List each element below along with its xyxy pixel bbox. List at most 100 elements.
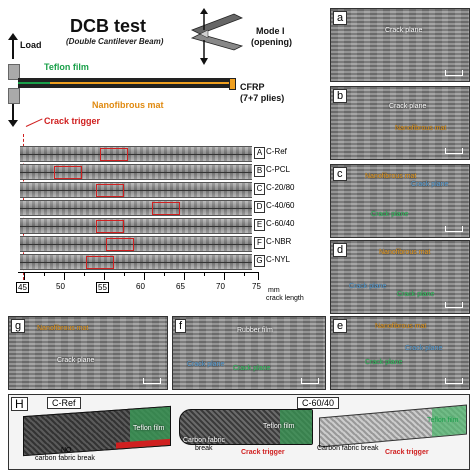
strip-midline (20, 154, 252, 155)
highlight-box (54, 166, 82, 179)
crack-plane-label: Crack plane (233, 365, 271, 372)
tick-label: 45 (16, 282, 29, 293)
crack-plane-label: Crack plane (371, 211, 409, 218)
crack-plane-label: Crack plane (411, 181, 449, 188)
specimen-letter: G (254, 255, 265, 267)
specimen-strip-a (20, 146, 252, 162)
grip-top (8, 64, 20, 80)
ruler-tick (164, 272, 165, 276)
crack-trigger-label: Crack trigger (44, 116, 101, 126)
highlight-box (96, 184, 124, 197)
sem-panel-a: a Crack plane (330, 8, 470, 82)
load-arrow-down-head (8, 120, 18, 127)
strip-midline (20, 208, 252, 209)
tick-label: 75 (252, 282, 261, 291)
highlight-box (96, 220, 124, 233)
grip-bottom (8, 88, 20, 104)
dcb-subtitle: (Double Cantilever Beam) (66, 37, 164, 46)
strip-midline (20, 244, 252, 245)
ruler (14, 272, 264, 288)
scale-bar (301, 378, 319, 384)
panel-h: H C-Ref C-60/40 Teflon film NO carbon fa… (8, 394, 470, 470)
mode-label: Mode I (256, 26, 285, 36)
ruler-tick (124, 272, 125, 276)
crack-trigger-region (116, 438, 170, 449)
specimen-letter: E (254, 219, 265, 231)
panel-h-left-title: C-Ref (47, 397, 81, 409)
mode-i-diagram (190, 8, 244, 65)
panel-letter: f (175, 319, 187, 333)
strip-midline (20, 172, 252, 173)
specimen-strip-f (20, 236, 252, 252)
cfrp-label: CFRP (240, 82, 265, 92)
nanomat-layer (50, 82, 230, 84)
specimen-letter: B (254, 165, 265, 177)
ruler-tick (258, 272, 259, 280)
nanomat-label: Nanofibrous mat (375, 323, 427, 330)
carbon-fabric-label: Carbon fabric (183, 437, 226, 444)
scale-bar (445, 148, 463, 154)
ruler-tick (44, 272, 45, 276)
specimen-strip-d (20, 200, 252, 216)
crack-plane-label: Crack plane (349, 283, 387, 290)
sem-panel-b: b Crack plane Nanofibrous mat (330, 86, 470, 160)
crack-trigger-label: Crack trigger (385, 449, 429, 456)
ruler-baseline (18, 272, 258, 273)
mode-sub: (opening) (251, 37, 292, 47)
sem-panel-d: d Nanofibrous mat Crack plane Crack plan… (330, 240, 470, 314)
scale-bar (445, 70, 463, 76)
strip-midline (20, 262, 252, 263)
carbon-fabric-break-label: Carbon fabric break (317, 445, 379, 452)
beam-end (229, 78, 236, 90)
panel-letter: e (333, 319, 348, 333)
teflon-label: Teflon film (263, 423, 295, 430)
carbon-fabric-break-label: break (195, 445, 213, 452)
ruler-tick (104, 272, 105, 280)
specimen-strip-c (20, 182, 252, 198)
teflon-region (280, 410, 312, 444)
axis-caption: crack length (266, 295, 304, 302)
tick-label: 60 (136, 282, 145, 291)
ruler-tick (244, 272, 245, 276)
teflon-label: Teflon film (133, 425, 165, 432)
ruler-tick (224, 272, 225, 280)
crack-plane-label: Crack plane (405, 345, 443, 352)
crack-plane-label: Crack plane (385, 27, 423, 34)
cfrp-plies: (7+7 plies) (240, 93, 285, 103)
axis-unit: mm (268, 287, 280, 294)
specimen-name: C-Ref (266, 147, 287, 156)
specimen-letter: F (254, 237, 265, 249)
tick-label: 70 (216, 282, 225, 291)
sem-panel-e: e Nanofibrous mat Crack plane Crack plan… (330, 316, 470, 390)
ruler-tick (184, 272, 185, 280)
dcb-title: DCB test (70, 16, 147, 36)
panel-letter: c (333, 167, 347, 181)
strip-midline (20, 226, 252, 227)
strip-midline (20, 190, 252, 191)
load-arrow-up-head (8, 33, 18, 40)
tick-label: 55 (96, 282, 109, 293)
specimen-photo-mid (179, 409, 313, 445)
teflon-label: Teflon film (427, 417, 459, 424)
panel-h-right-title: C-60/40 (297, 397, 340, 409)
ruler-tick (204, 272, 205, 276)
specimen-name: C-NYL (266, 255, 291, 264)
ruler-tick (64, 272, 65, 280)
scale-bar (445, 226, 463, 232)
teflon-label: Teflon film (44, 62, 89, 72)
ruler-tick (84, 272, 85, 276)
scale-bar (445, 378, 463, 384)
nanomat-label: Nanofibrous mat (92, 100, 164, 110)
load-label: Load (20, 40, 42, 50)
no-break-label-2: carbon fabric break (35, 455, 95, 462)
teflon-film-layer (18, 82, 50, 84)
nanomat-label: Nanofibrous mat (365, 173, 417, 180)
tick-label: 50 (56, 282, 65, 291)
load-arrow-up (12, 37, 14, 59)
crack-plane-label: Crack plane (397, 291, 435, 298)
nanomat-label: Nanofibrous mat (395, 125, 447, 132)
panel-letter: H (11, 397, 28, 411)
panel-letter: d (333, 243, 348, 257)
sem-panel-c: c Nanofibrous mat Crack plane Crack plan… (330, 164, 470, 238)
specimen-name: C-20/80 (266, 183, 295, 192)
